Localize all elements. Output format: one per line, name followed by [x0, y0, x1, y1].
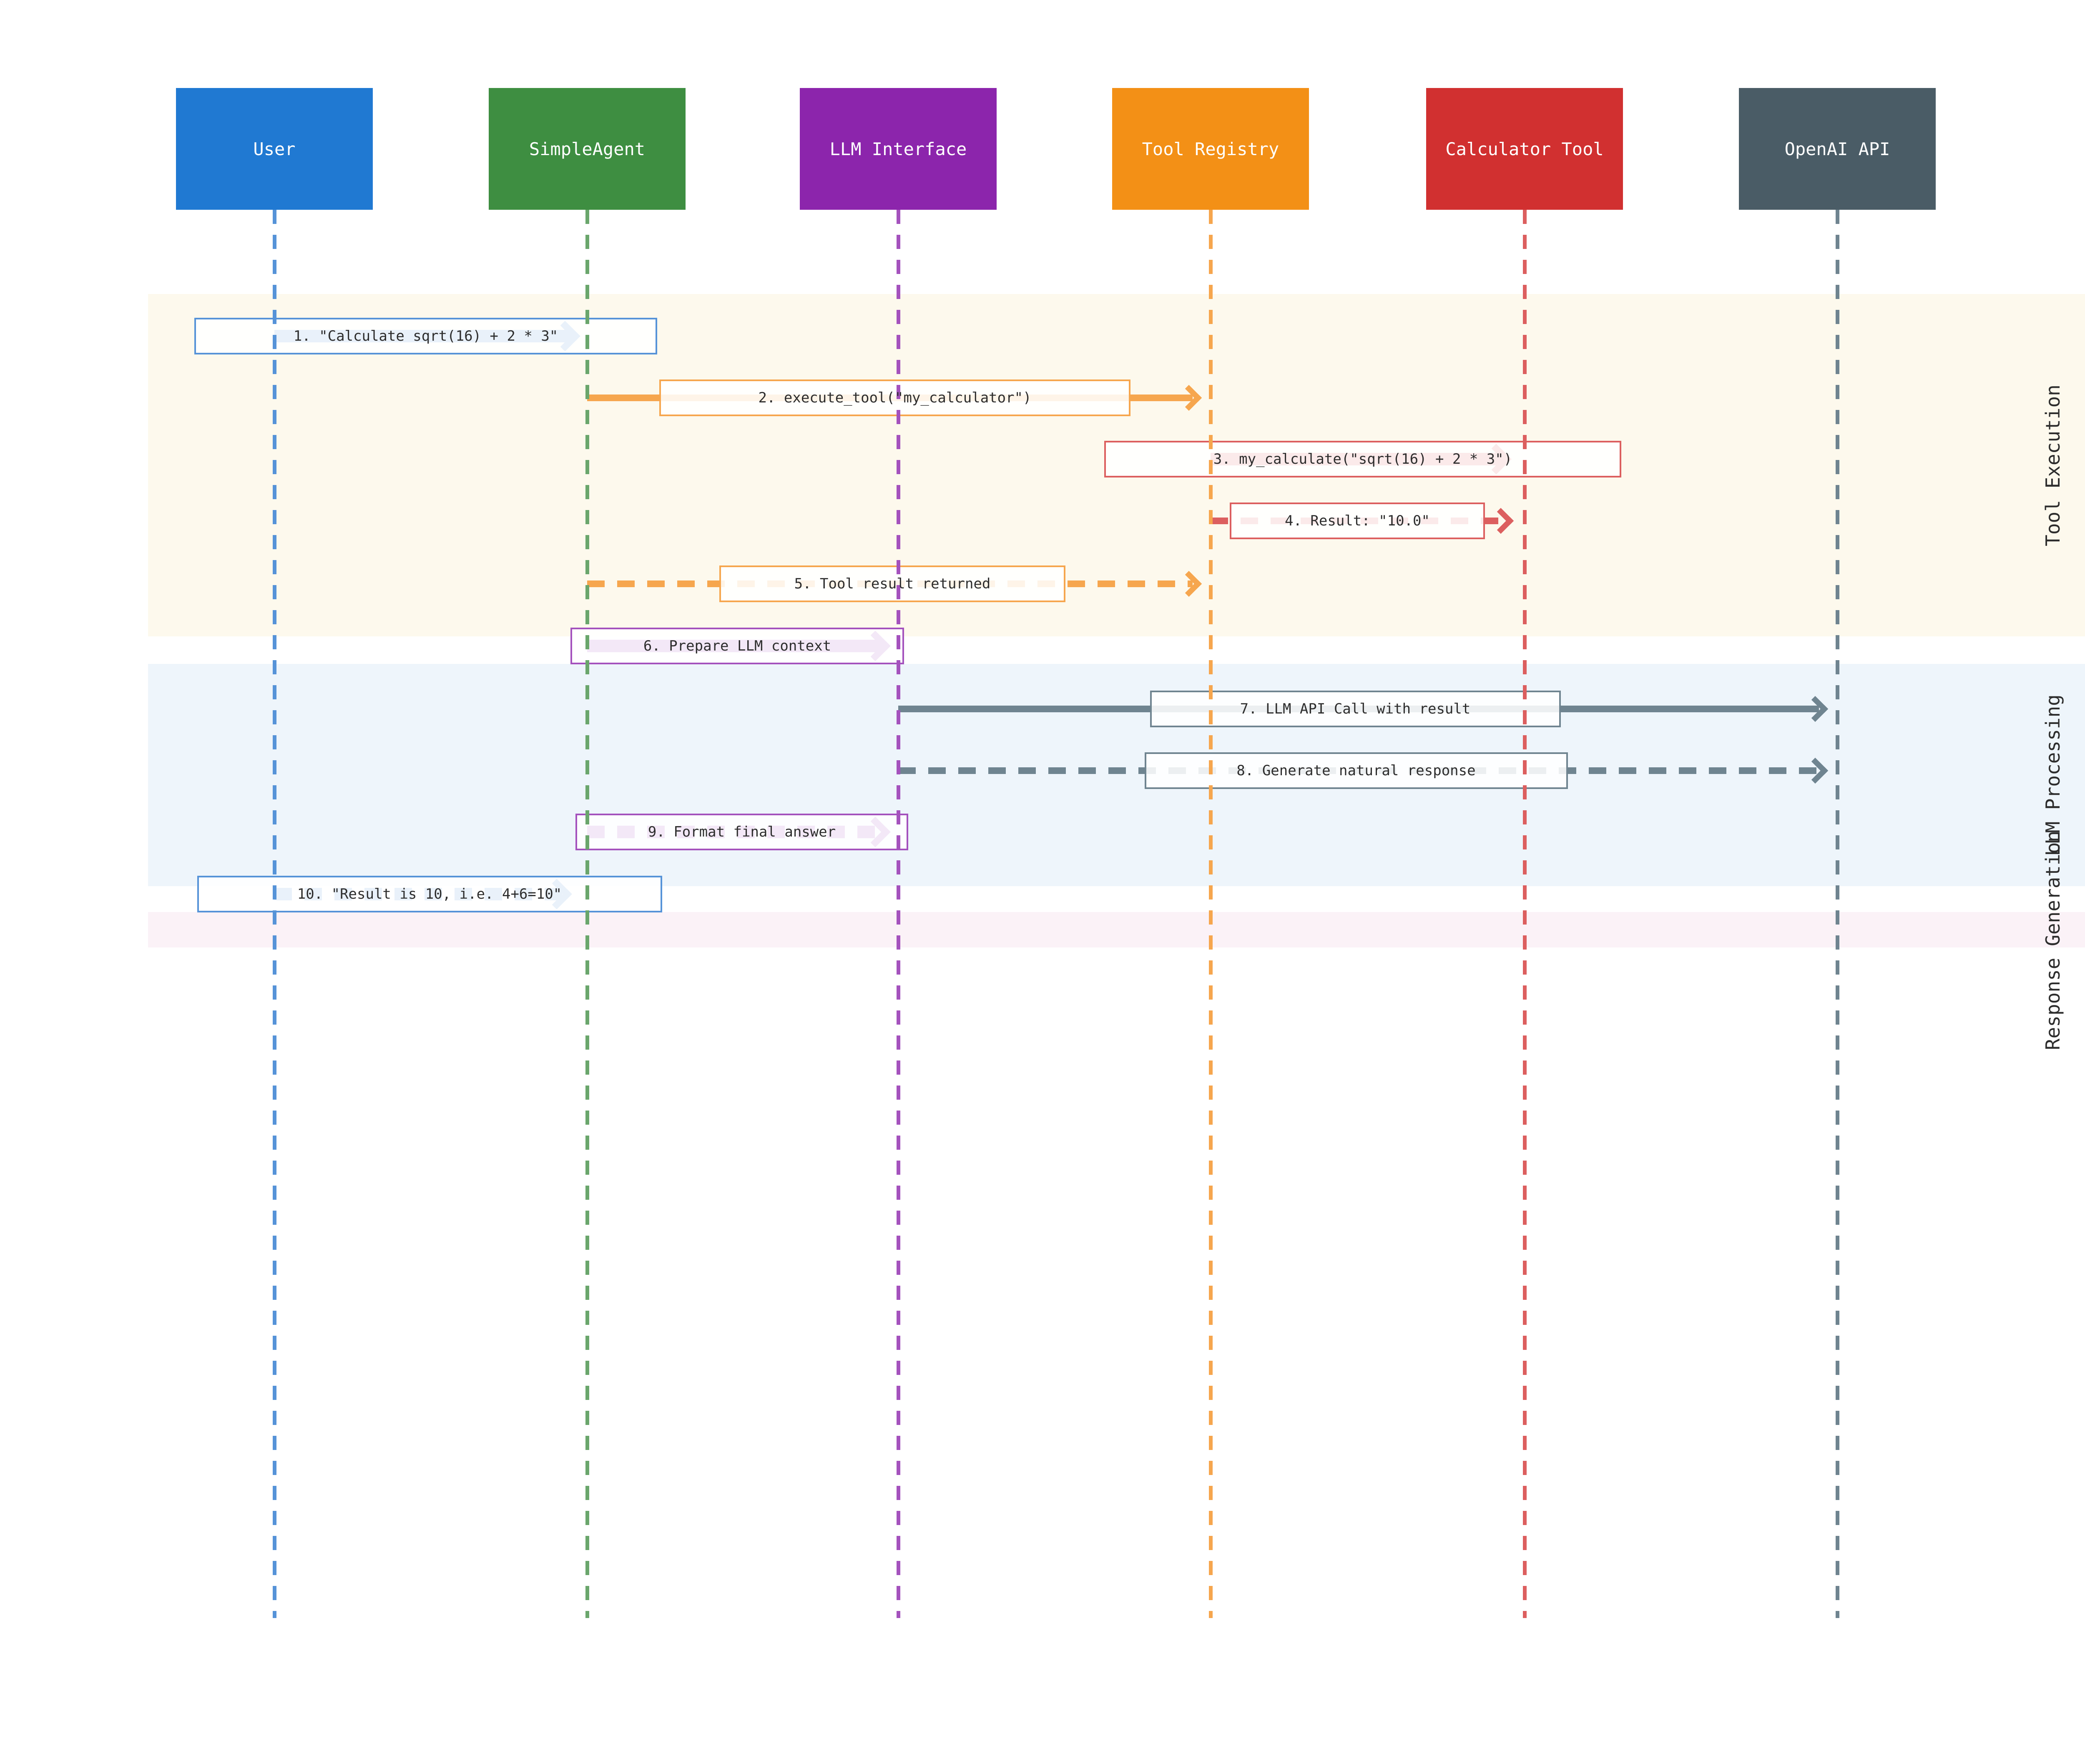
message-7-label-box	[1150, 691, 1561, 727]
actor-calculator-tool: Calculator Tool	[1426, 88, 1623, 210]
lifeline-calculator-tool	[1522, 210, 1527, 1618]
message-1-label-box	[194, 318, 657, 354]
message-4-label: 4. Result: "10.0"	[1285, 513, 1430, 529]
message-2-label: 2. execute_tool("my_calculator")	[758, 389, 1032, 406]
actor-tool-registry: Tool Registry	[1112, 88, 1309, 210]
lifeline-user	[272, 210, 276, 1618]
message-9-label: 9. Format final answer	[648, 824, 836, 840]
actor-openai-api: OpenAI API	[1739, 88, 1936, 210]
message-9-label-box	[575, 814, 908, 850]
phase-label-tool-execution: Tool Execution	[2042, 384, 2064, 546]
message-3-label: 3. my_calculate("sqrt(16) + 2 * 3")	[1213, 451, 1512, 467]
phase-band-response-generation	[148, 912, 2085, 947]
message-5-label-box	[719, 565, 1065, 602]
actor-llm-interface-label: LLM Interface	[829, 138, 967, 159]
message-8-label-box	[1144, 752, 1568, 789]
message-3-label-box	[1104, 441, 1621, 477]
message-5-label: 5. Tool result returned	[794, 575, 991, 592]
message-6-label: 6. Prepare LLM context	[643, 638, 831, 654]
actor-calculator-tool-label: Calculator Tool	[1445, 138, 1604, 159]
lifeline-llm-interface	[896, 210, 900, 1618]
lifeline-openai-api	[1835, 210, 1839, 1618]
message-1-label: 1. "Calculate sqrt(16) + 2 * 3"	[293, 328, 558, 344]
phase-band-llm-processing	[148, 664, 2085, 886]
message-6-label-box	[570, 628, 904, 664]
phase-label-response-generation: Response Generation	[2042, 830, 2064, 1050]
message-7-label: 7. LLM API Call with result	[1240, 701, 1471, 717]
actor-llm-interface: LLM Interface	[800, 88, 997, 210]
actor-user: User	[176, 88, 373, 210]
actor-simple-agent-label: SimpleAgent	[529, 138, 646, 159]
actor-tool-registry-label: Tool Registry	[1142, 138, 1279, 159]
actor-simple-agent: SimpleAgent	[489, 88, 686, 210]
message-4-label-box	[1230, 503, 1485, 539]
message-8-label: 8. Generate natural response	[1236, 762, 1476, 779]
actor-user-label: User	[253, 138, 296, 159]
message-2-label-box	[659, 379, 1130, 416]
lifeline-simple-agent	[585, 210, 589, 1618]
lifeline-tool-registry	[1208, 210, 1213, 1618]
actor-openai-api-label: OpenAI API	[1784, 138, 1890, 159]
message-10-label: 10. "Result is 10, i.e. 4+6=10"	[297, 886, 562, 902]
